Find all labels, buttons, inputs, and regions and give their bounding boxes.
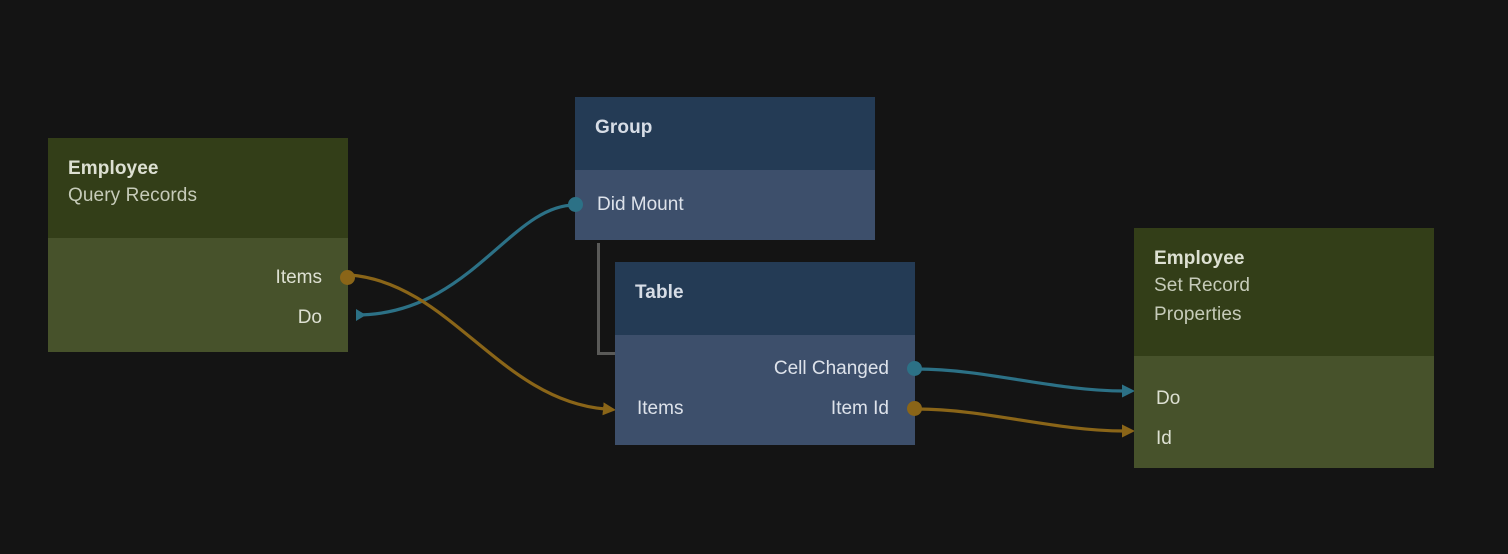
port-dot-did-mount-output[interactable] <box>568 197 583 212</box>
port-label-id: Id <box>1156 428 1172 449</box>
port-row-items[interactable]: Items <box>48 258 355 298</box>
port-dot-items-output[interactable] <box>340 270 355 285</box>
wire-did-mount-to-do <box>355 203 576 321</box>
port-row-cell-changed[interactable]: Cell Changed <box>615 349 922 389</box>
port-label-do: Do <box>1156 388 1181 409</box>
group-child-bracket <box>597 243 616 355</box>
port-label-did-mount: Did Mount <box>597 194 684 215</box>
port-label-items: Items <box>275 267 322 288</box>
port-row-do[interactable]: Do <box>1134 379 1434 419</box>
node-header: Employee Query Records <box>48 138 348 238</box>
node-subtitle: Query Records <box>68 185 198 206</box>
node-body: Cell Changed Items Item Id <box>615 335 922 445</box>
port-label-item-id: Item Id <box>830 398 889 419</box>
port-dot-cell-changed-output[interactable] <box>907 361 922 376</box>
port-row-id[interactable]: Id <box>1134 419 1434 459</box>
node-subtitle-line-1: Set Record <box>1154 275 1251 296</box>
node-group[interactable]: Group Did Mount <box>568 97 875 240</box>
node-header: Employee Set Record Properties <box>1134 228 1434 356</box>
port-dot-item-id-output[interactable] <box>907 401 922 416</box>
node-body: Did Mount <box>568 170 875 240</box>
node-title: Group <box>595 117 653 138</box>
port-row-do[interactable]: Do <box>48 298 348 338</box>
node-header: Table <box>615 262 915 335</box>
node-employee-query-records[interactable]: Employee Query Records Items Do <box>48 138 355 352</box>
node-title: Employee <box>68 158 159 179</box>
port-row-items[interactable]: Items Item Id <box>615 389 922 429</box>
wire-item-id-to-id <box>916 407 1135 438</box>
node-subtitle-line-2: Properties <box>1154 304 1242 325</box>
wire-items-to-table-items <box>349 273 616 416</box>
port-label-cell-changed: Cell Changed <box>773 358 889 379</box>
node-body: Do Id <box>1134 356 1434 468</box>
node-title: Employee <box>1154 248 1245 269</box>
node-employee-set-record-properties[interactable]: Employee Set Record Properties Do Id <box>1134 228 1434 468</box>
node-body: Items Do <box>48 238 355 352</box>
wire-cell-changed-to-do <box>916 367 1135 398</box>
node-table[interactable]: Table Cell Changed Items Item Id <box>615 262 922 445</box>
port-row-did-mount[interactable]: Did Mount <box>568 185 875 225</box>
port-label-do: Do <box>297 307 322 328</box>
port-label-items-input: Items <box>637 398 684 419</box>
node-title: Table <box>635 282 684 303</box>
node-header: Group <box>575 97 875 170</box>
